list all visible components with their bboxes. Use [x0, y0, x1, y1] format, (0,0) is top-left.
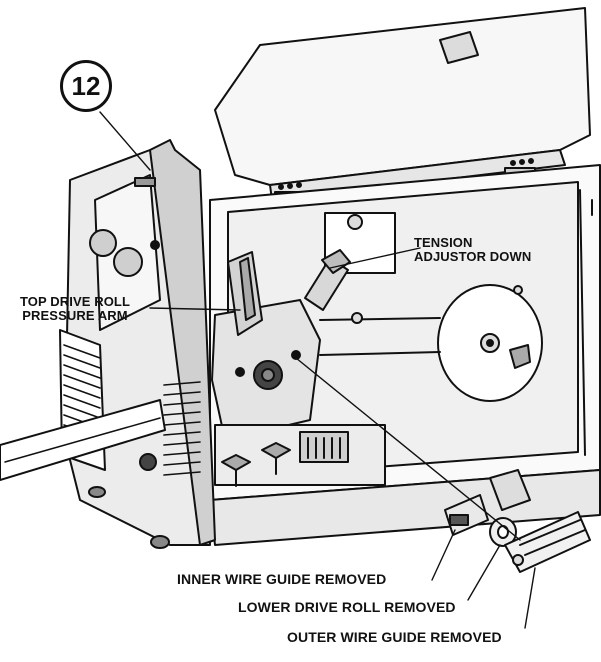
lower-controls	[139, 424, 386, 487]
tension-adjustor	[304, 249, 351, 311]
callout-number-badge: 12	[60, 60, 112, 112]
inner-wire-guide-label: INNER WIRE GUIDE REMOVED	[177, 571, 387, 587]
tension-adjustor-label: TENSION ADJUSTOR DOWN	[414, 236, 531, 264]
callout-number: 12	[71, 70, 101, 101]
panel-latch	[439, 31, 479, 64]
pressure-arm	[227, 251, 263, 336]
outer-wire-guide-part	[504, 511, 591, 573]
wire-guide-bracket	[489, 469, 531, 511]
inner-guide-leader	[431, 529, 456, 581]
tension-adjustor-label-line2: ADJUSTOR DOWN	[414, 249, 532, 264]
tension-leader	[329, 247, 421, 269]
outer-guide-leader	[524, 567, 536, 629]
tension-adjustor-label-line1: TENSION	[414, 235, 473, 250]
callout-12-leader	[99, 111, 151, 171]
pressure-arm-leader	[149, 307, 241, 311]
lower-drive-roll-label: LOWER DRIVE ROLL REMOVED	[238, 599, 456, 615]
pressure-arm-label: TOP DRIVE ROLL PRESSURE ARM	[20, 295, 130, 323]
outer-wire-guide-label: OUTER WIRE GUIDE REMOVED	[287, 629, 502, 645]
feet	[88, 486, 170, 549]
pressure-arm-label-line1: TOP DRIVE ROLL	[20, 294, 130, 309]
welding-cable	[0, 399, 166, 481]
front-knobs	[89, 177, 160, 277]
pressure-arm-label-line2: PRESSURE ARM	[22, 308, 128, 323]
wire-spool	[319, 284, 543, 402]
lower-roll-leader	[467, 544, 501, 601]
front-panel	[59, 139, 216, 546]
wire-path-line	[295, 357, 521, 541]
leader-lines	[99, 111, 536, 629]
drive-roll-gear	[235, 350, 301, 390]
